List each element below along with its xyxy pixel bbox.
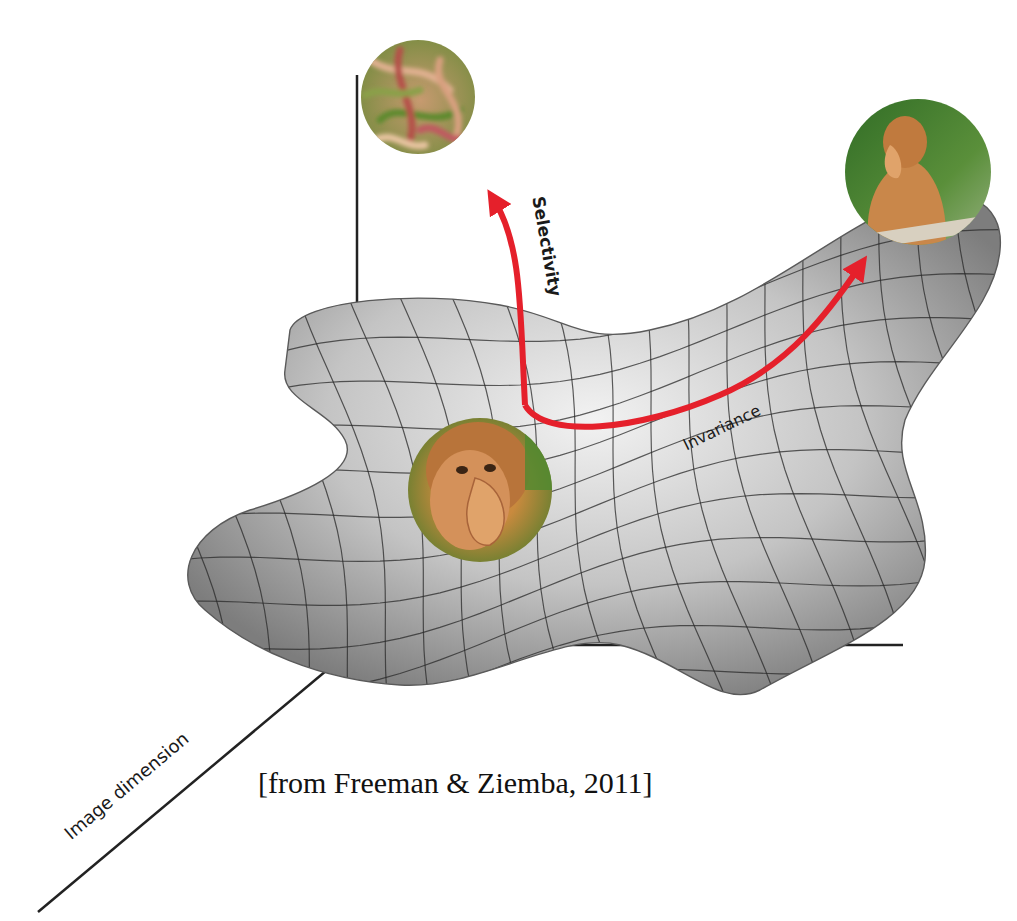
invariance-arrow	[525, 266, 860, 427]
selectivity-label: Selectivity	[528, 194, 564, 297]
surface-grid	[118, 66, 1017, 781]
surface-outline	[188, 194, 1001, 694]
selectivity-arrow	[494, 200, 525, 405]
monkey-side-photo	[840, 95, 1000, 255]
axis-label: Image dimension	[60, 728, 192, 843]
source-caption: [from Freeman & Ziemba, 2011]	[258, 766, 653, 799]
monkey-face-photo	[400, 410, 565, 570]
texture-photo	[355, 35, 485, 165]
